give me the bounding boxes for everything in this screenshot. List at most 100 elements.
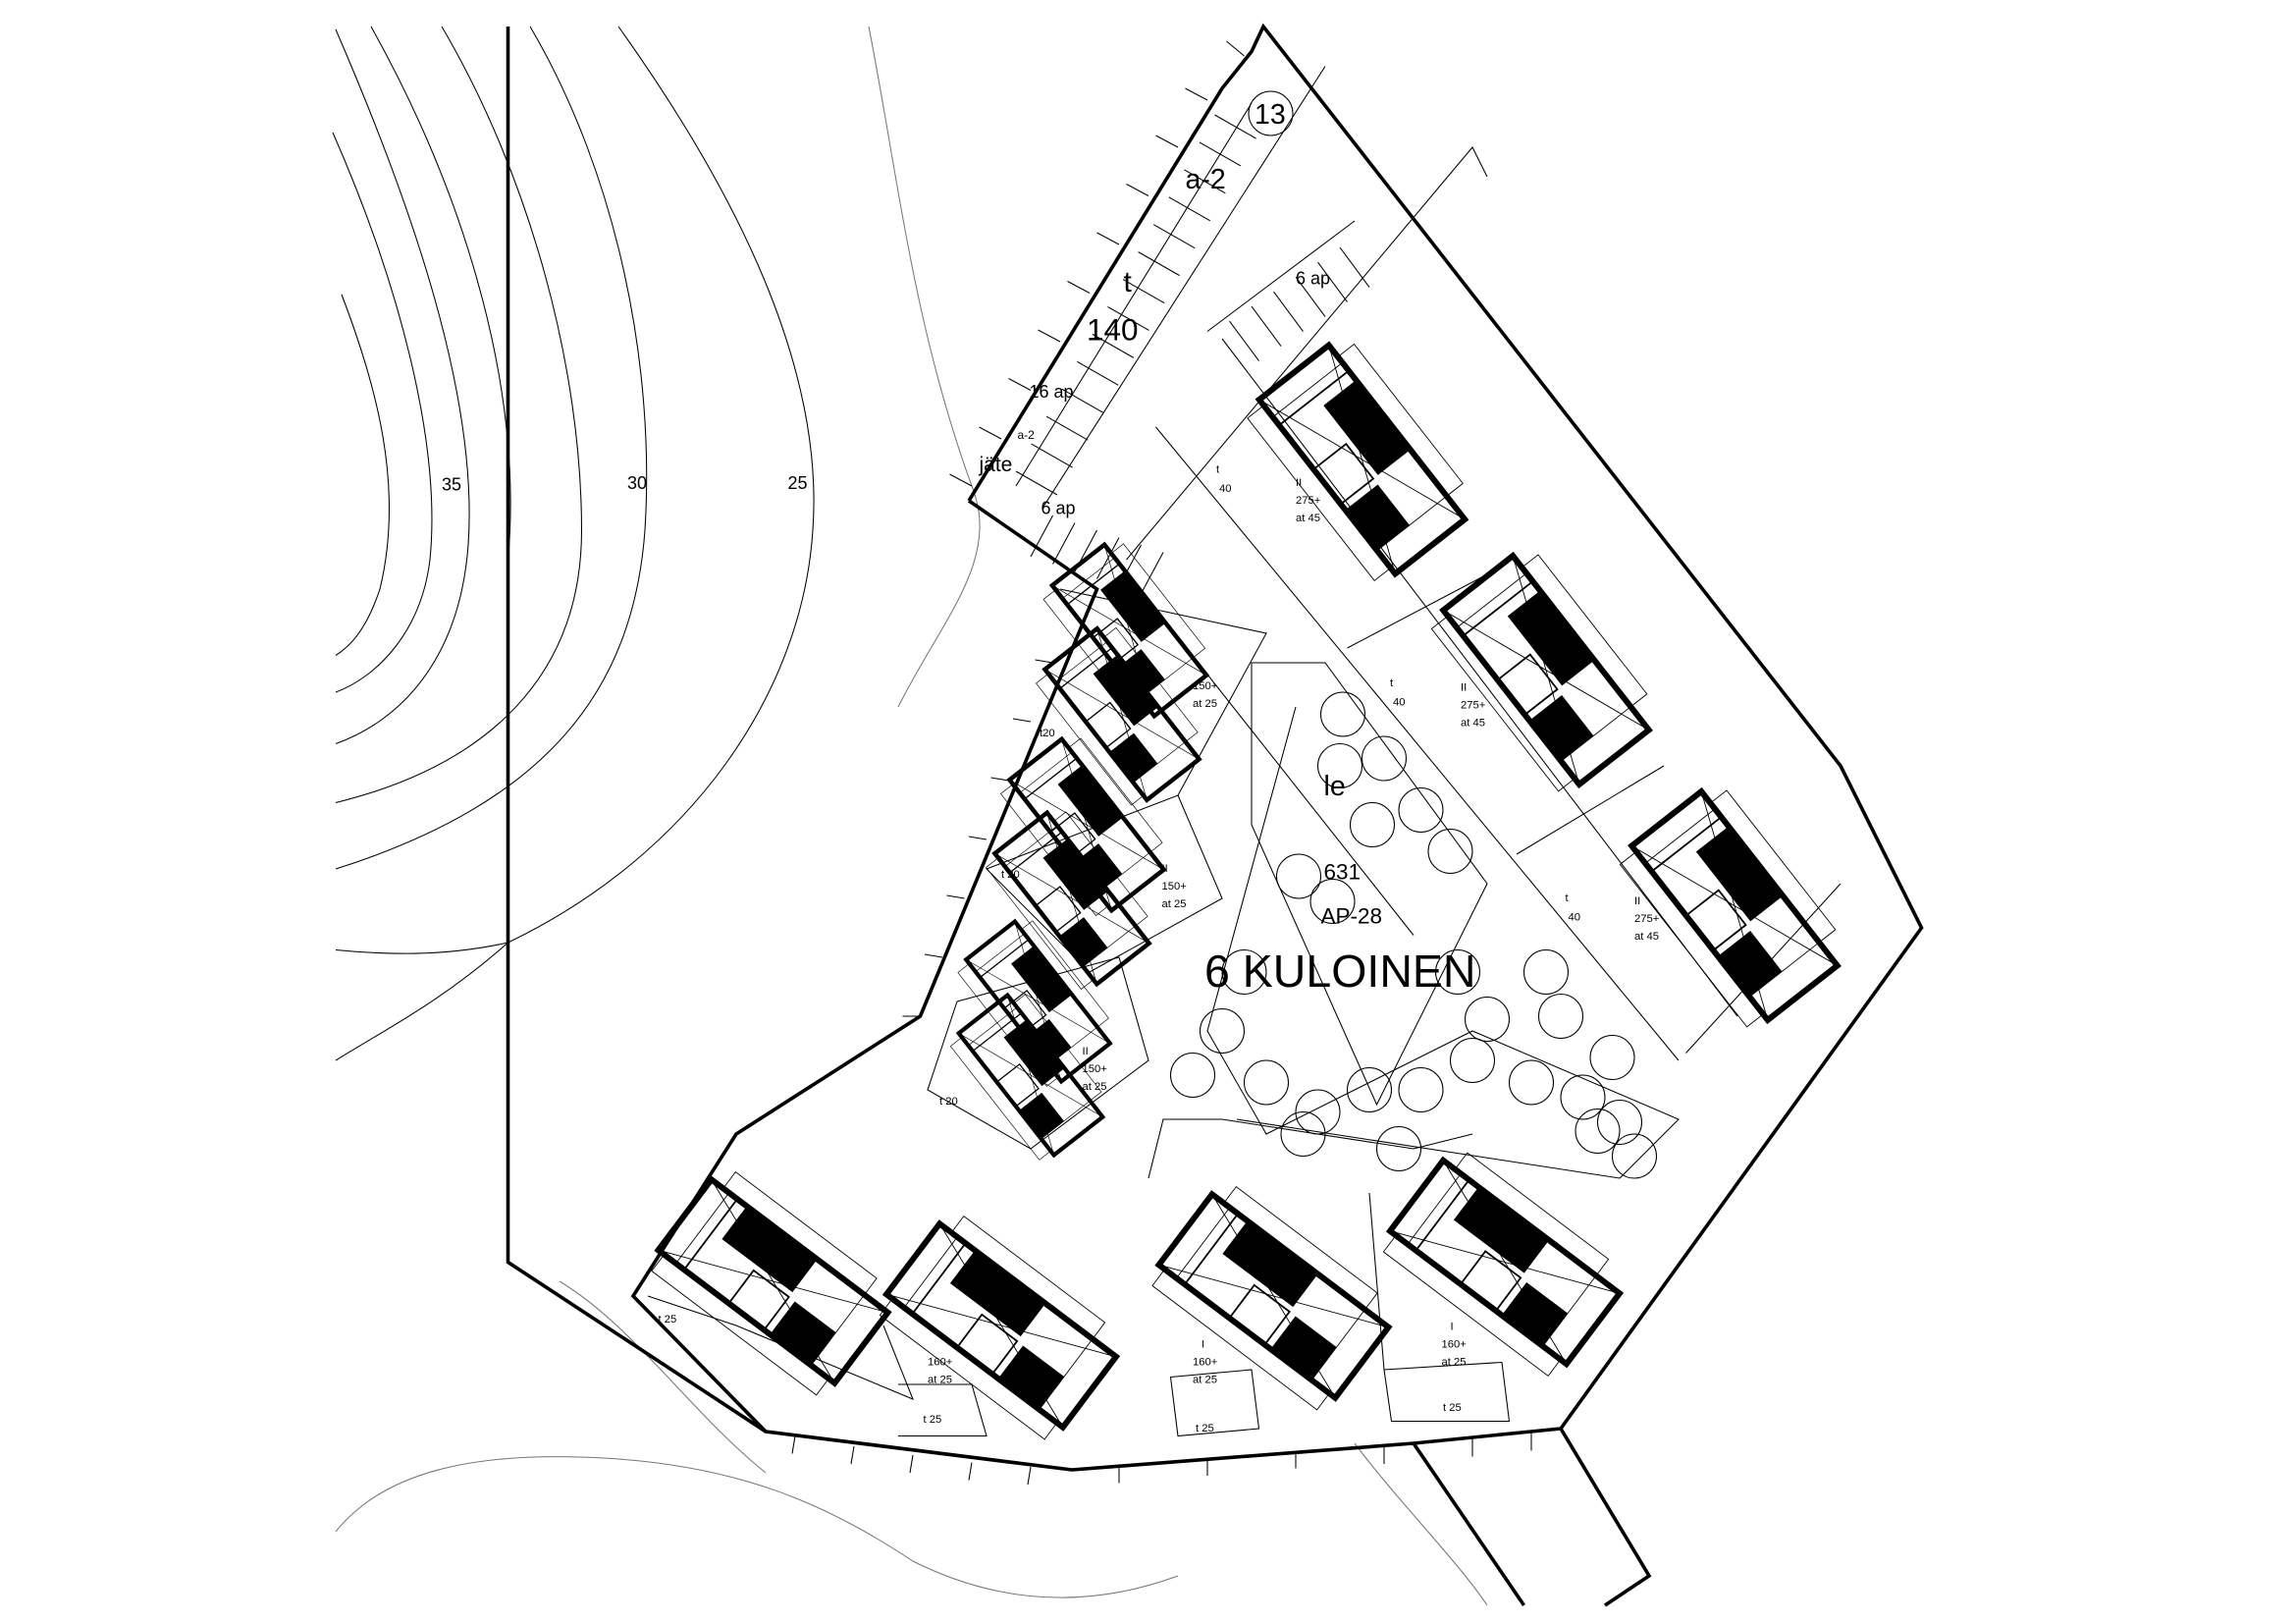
contour-label-35: 35 — [442, 475, 461, 495]
plan-boundaries — [506, 23, 1924, 1607]
parking-stall-line — [1339, 246, 1370, 288]
parking-stall-line — [1317, 261, 1348, 302]
parking-label-6ap-north: 6 ap — [1296, 269, 1330, 289]
building-footprint — [1430, 551, 1653, 792]
plan-title: 6 KULOINEN — [1204, 946, 1476, 997]
tree-symbol — [1361, 735, 1408, 782]
tree-symbol — [1522, 948, 1570, 996]
terrain-contours: 35 30 25 — [332, 26, 1488, 1606]
park-area-label: 631 — [1324, 860, 1362, 885]
svg-text:at 25: at 25 — [1193, 1375, 1217, 1386]
svg-text:160+: 160+ — [928, 1357, 953, 1369]
svg-text:150+: 150+ — [1193, 680, 1218, 692]
park-zone-label: le — [1324, 771, 1346, 802]
svg-text:t: t — [1566, 893, 1570, 904]
tree-symbol — [1434, 948, 1481, 996]
lot-ne-2: t 40 II 275+ at 45 — [1390, 677, 1486, 730]
tree-symbol — [1169, 1052, 1216, 1099]
svg-text:t 25: t 25 — [659, 1314, 677, 1325]
tree-symbol — [1295, 1089, 1341, 1135]
lot-ne-1: t 40 II 275+ at 45 — [1216, 464, 1321, 525]
svg-text:at 25: at 25 — [928, 1375, 952, 1386]
tree-symbol — [1243, 1059, 1290, 1106]
svg-text:160+: 160+ — [1193, 1357, 1218, 1369]
waste-label: jäte — [979, 454, 1013, 476]
svg-text:at 25: at 25 — [1442, 1357, 1467, 1369]
parking-stall-line — [1092, 333, 1135, 358]
parking-stall-line — [1152, 224, 1196, 249]
svg-text:t 25: t 25 — [924, 1414, 942, 1426]
tree-symbol — [1275, 853, 1322, 899]
svg-text:at 45: at 45 — [1296, 513, 1320, 524]
building-footprint — [1151, 1185, 1393, 1411]
parking-stall-line — [1273, 291, 1304, 332]
building-footprint — [1247, 341, 1469, 582]
tree-symbol — [1346, 1066, 1393, 1113]
tree-symbol — [1537, 993, 1584, 1040]
svg-text:t 25: t 25 — [1196, 1423, 1214, 1434]
svg-text:II: II — [1083, 1046, 1089, 1057]
svg-text:t 20: t 20 — [939, 1096, 958, 1108]
svg-text:275+: 275+ — [1634, 913, 1660, 925]
svg-text:t: t — [1390, 677, 1394, 689]
parking-stall-line — [1052, 522, 1076, 565]
svg-text:I: I — [1201, 1339, 1204, 1351]
parking-stall-line — [1251, 305, 1282, 347]
tree-symbol — [1316, 742, 1363, 789]
tree-symbol — [1508, 1059, 1555, 1106]
tree-symbol — [1427, 828, 1473, 875]
parking-stall-line — [1295, 276, 1326, 317]
lot-s-1: t 25 — [659, 1314, 677, 1325]
contour-label-25: 25 — [788, 473, 808, 493]
parking-stall-line — [1138, 251, 1180, 277]
svg-text:at 25: at 25 — [1193, 698, 1217, 710]
svg-text:at 45: at 45 — [1461, 718, 1485, 730]
svg-text:at 25: at 25 — [1162, 898, 1187, 910]
tree-symbol — [1464, 996, 1511, 1043]
lot-s-4: t 25 I 160+ at 25 — [1442, 1322, 1468, 1415]
tree-symbol — [1611, 1133, 1658, 1179]
lot-s-3: t 25 I 160+ at 25 — [1193, 1339, 1218, 1435]
svg-text:150+: 150+ — [1083, 1063, 1108, 1075]
svg-text:t: t — [1216, 464, 1220, 476]
parking-stall-line — [1184, 169, 1226, 194]
parking-stall-line — [1077, 360, 1119, 386]
svg-text:II: II — [1634, 895, 1640, 907]
tree-symbol — [1280, 1110, 1326, 1158]
road-label-a2-small: a-2 — [1018, 428, 1036, 442]
tree-symbol — [1560, 1074, 1606, 1120]
svg-text:275+: 275+ — [1296, 495, 1321, 507]
parking-stall-line — [1214, 114, 1256, 139]
svg-text:t 25: t 25 — [1443, 1402, 1462, 1414]
lot-labels: t 40 II 275+ at 45 t 40 II 275+ at 45 t … — [659, 464, 1660, 1435]
tree-symbol — [1575, 1108, 1621, 1155]
tree-symbol — [1319, 691, 1366, 737]
tree-symbol — [1309, 878, 1356, 925]
svg-text:II: II — [1296, 477, 1302, 489]
tree-symbol — [1589, 1034, 1635, 1081]
parking-label-6ap-west: 6 ap — [1041, 499, 1076, 518]
svg-text:40: 40 — [1569, 912, 1581, 924]
road-label-t: t — [1124, 266, 1133, 298]
park-trees — [1169, 691, 1658, 1179]
svg-text:160+: 160+ — [1442, 1339, 1468, 1351]
svg-text:at 45: at 45 — [1634, 931, 1659, 943]
lot-ne-3: t 40 II 275+ at 45 — [1566, 893, 1660, 943]
contour-label-30: 30 — [627, 473, 647, 493]
parking-stall-line — [1061, 388, 1103, 413]
parking-stall-line — [1141, 552, 1164, 594]
tree-symbol — [1398, 786, 1444, 834]
block-number-circle — [1248, 90, 1294, 136]
parking-stall-line — [1199, 141, 1242, 167]
tree-symbol — [1596, 1099, 1643, 1146]
park-code-label: AP-28 — [1321, 904, 1383, 929]
tree-symbol — [1349, 801, 1396, 848]
parking-stall-line — [1096, 537, 1120, 579]
parking-stall-line — [1168, 196, 1211, 222]
lot-w-3: t 20 II 150+ at 25 — [939, 1046, 1107, 1108]
parking-stall-line — [1015, 470, 1058, 496]
parking-stall-line — [1031, 443, 1073, 468]
lot-w-1: t20 150+ at 25 — [1040, 680, 1218, 739]
svg-text:40: 40 — [1219, 483, 1232, 495]
parking-stall-line — [1122, 279, 1165, 303]
